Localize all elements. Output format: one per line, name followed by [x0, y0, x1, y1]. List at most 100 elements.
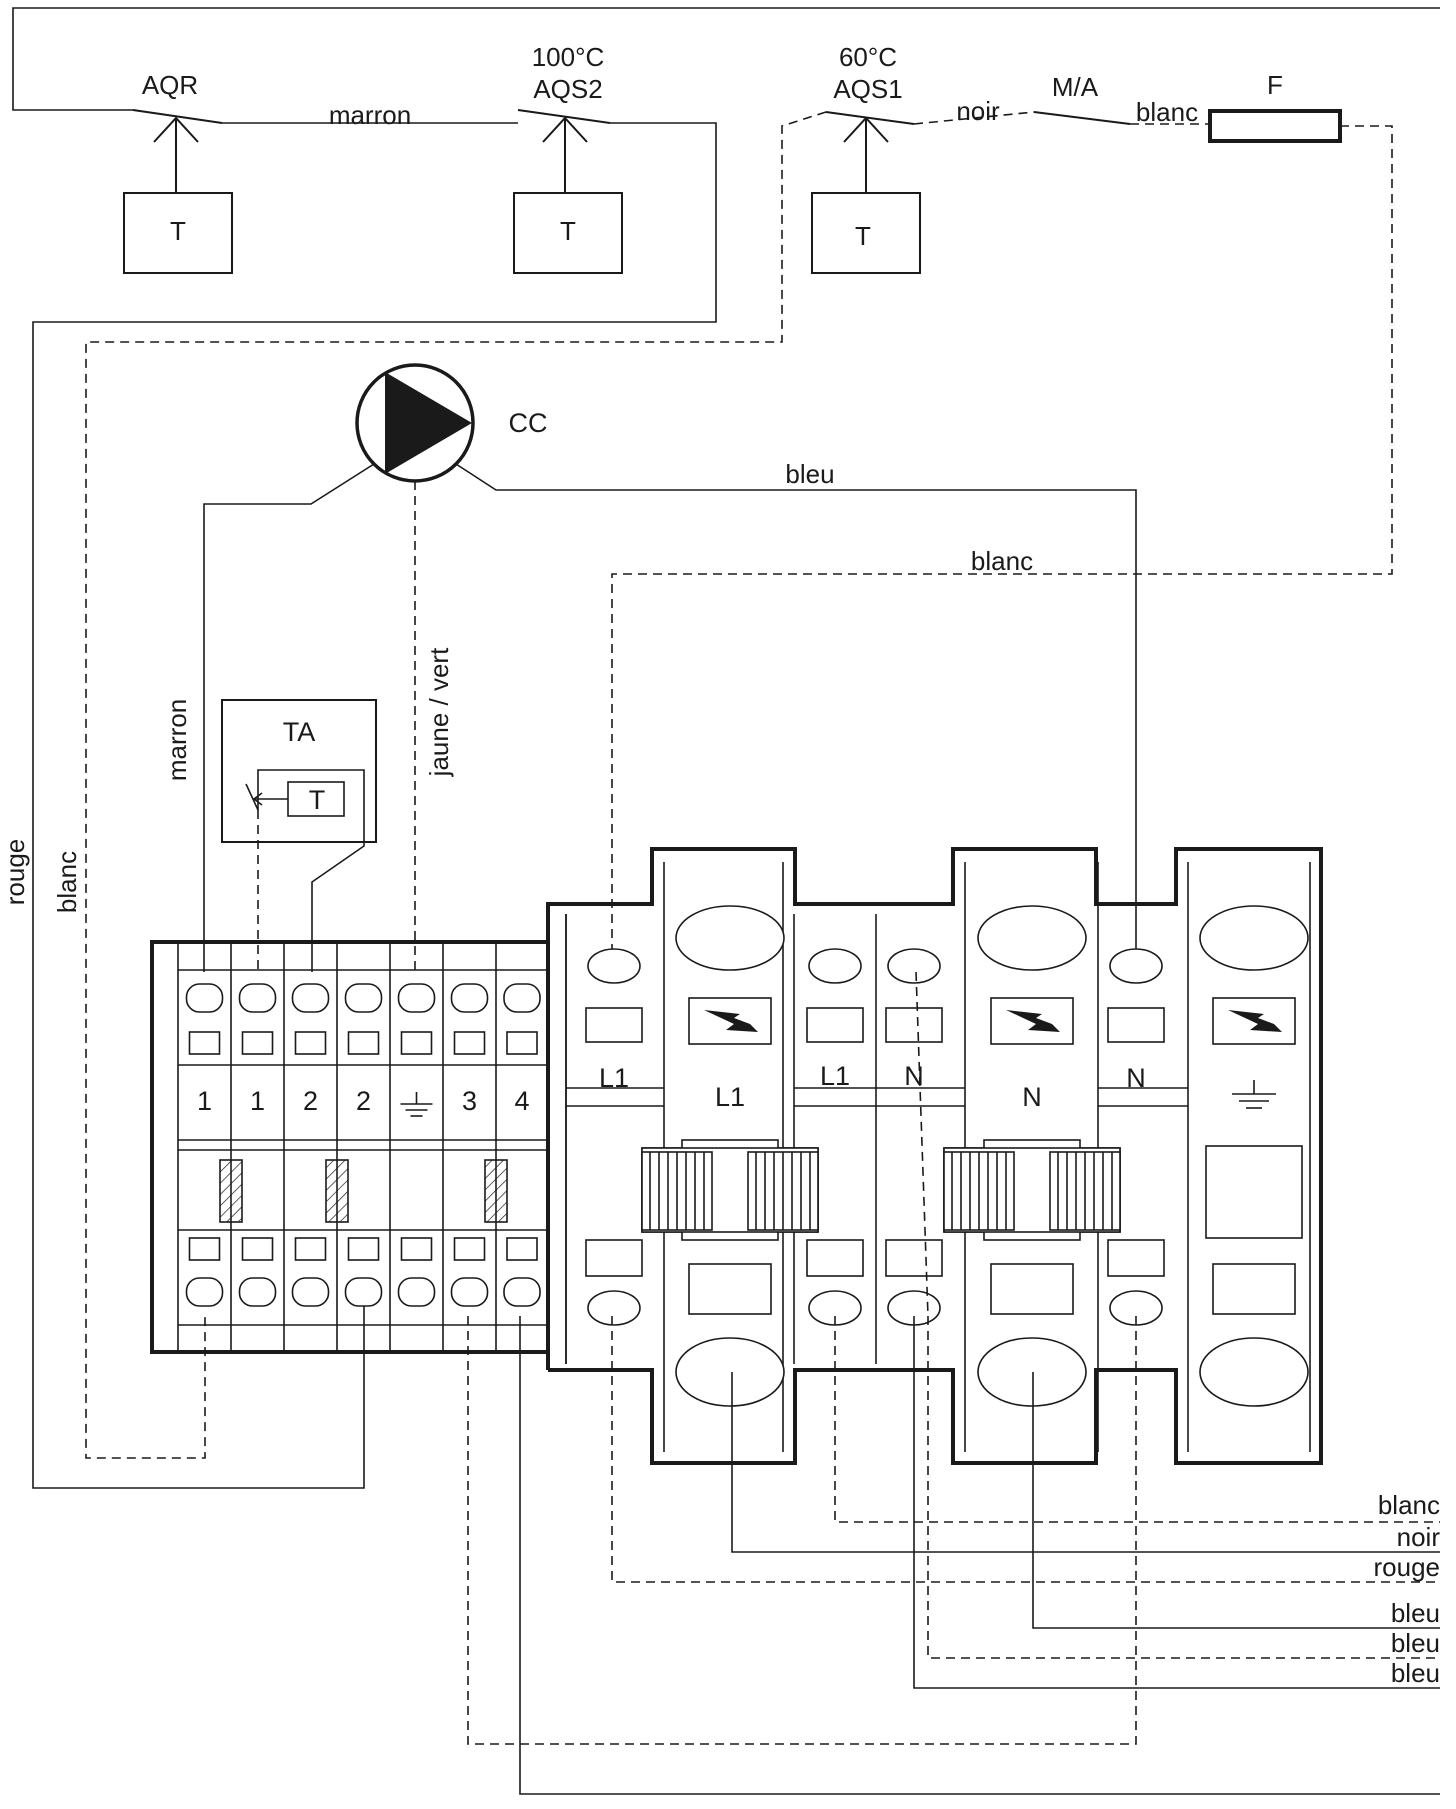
- aqr-sensor-label: T: [170, 216, 186, 246]
- bleu-pump-label: bleu: [785, 459, 834, 489]
- aqs2-temp-label: 100°C: [532, 42, 605, 72]
- terminal-number: 1: [250, 1086, 265, 1116]
- fuse: F: [1208, 70, 1342, 143]
- terminal-slot-bottom: [347, 1237, 380, 1261]
- module-label: N: [1022, 1082, 1042, 1112]
- terminal-slot-top: [453, 1031, 486, 1055]
- terminal-number: 2: [356, 1086, 371, 1116]
- module-window: [1205, 1145, 1303, 1239]
- terminal-screw-top: [887, 948, 941, 984]
- terminal-number: 4: [514, 1086, 529, 1116]
- blanc-top-label: blanc: [1136, 97, 1198, 127]
- terminal-slot-top: [347, 1031, 380, 1055]
- terminal-label: L1: [820, 1061, 850, 1091]
- ta-label: TA: [283, 717, 316, 747]
- jumper-link: [484, 1159, 508, 1223]
- terminal-slot-bottom: [885, 1239, 943, 1277]
- terminal-slot-bottom: [188, 1237, 221, 1261]
- aqs2-label: AQS2: [533, 74, 602, 104]
- circulation-pump: CC: [355, 363, 548, 483]
- terminal-slot-top: [241, 1031, 274, 1055]
- terminal-screw-top: [397, 983, 436, 1013]
- module-screw-top: [1199, 905, 1309, 971]
- terminal-number: 1: [197, 1086, 212, 1116]
- supply-legend-label: bleu: [1391, 1658, 1440, 1688]
- terminal-label: L1: [599, 1063, 629, 1093]
- supply-legend-label: rouge: [1374, 1552, 1441, 1582]
- terminal-label: N: [1126, 1063, 1146, 1093]
- terminal-slot-bottom: [1107, 1239, 1165, 1277]
- supply-legend-label: blanc: [1378, 1490, 1440, 1520]
- module-screw-top: [977, 905, 1087, 971]
- lightning-warning-icon: [990, 997, 1074, 1045]
- terminal-slot-bottom: [400, 1237, 433, 1261]
- aqs1-loop-wire: noir blanc blanc: [85, 96, 1393, 1459]
- supply-wires: [467, 971, 1440, 1795]
- aqs1-temp-label: 60°C: [839, 42, 897, 72]
- aqr-label: AQR: [142, 70, 198, 100]
- blanc-left-label: blanc: [52, 851, 82, 913]
- terminal-screw-bottom: [450, 1277, 489, 1307]
- aqs1-thermostat: 60°C AQS1 T: [811, 42, 921, 274]
- terminal-screw-top: [185, 983, 224, 1013]
- terminal-label: N: [904, 1061, 924, 1091]
- terminal-screw-bottom: [503, 1277, 541, 1307]
- marron-top-label: marron: [329, 100, 411, 130]
- module-slot: [990, 1263, 1074, 1315]
- fuse-label: F: [1267, 70, 1283, 100]
- aqs2-sensor-label: T: [560, 216, 576, 246]
- blanc-mid-label: blanc: [971, 546, 1033, 576]
- terminal-slot-bottom: [453, 1237, 486, 1261]
- pump-label: CC: [509, 408, 548, 438]
- marron-vertical-label: marron: [162, 699, 192, 781]
- module-screw-bottom: [1199, 1337, 1309, 1407]
- module-slot: [1212, 1263, 1296, 1315]
- lightning-warning-icon: [1212, 997, 1296, 1045]
- terminal-slot-bottom: [585, 1239, 643, 1277]
- pump-wires: bleu marron jaune / vert rouge blanc: [0, 459, 1137, 972]
- terminal-screw-top: [503, 983, 541, 1013]
- terminal-number: 3: [462, 1086, 477, 1116]
- terminal-screw-top: [344, 983, 383, 1013]
- busbar-clamp: [641, 1139, 819, 1241]
- earth-icon: [1232, 1080, 1276, 1109]
- terminal-screw-top: [450, 983, 489, 1013]
- supply-legend-label: bleu: [1391, 1598, 1440, 1628]
- terminal-screw-bottom: [397, 1277, 436, 1307]
- terminal-slot-top: [1107, 1007, 1165, 1043]
- terminal-slot-bottom: [806, 1239, 864, 1277]
- earth-icon: [400, 1092, 433, 1117]
- terminal-screw-bottom: [291, 1277, 330, 1307]
- aqs1-label: AQS1: [833, 74, 902, 104]
- lightning-warning-icon: [688, 997, 772, 1045]
- module-screw-bottom: [675, 1337, 785, 1407]
- supply-legend-label: bleu: [1391, 1628, 1440, 1658]
- terminal-slot-bottom: [294, 1237, 327, 1261]
- terminal-screw-bottom: [344, 1277, 383, 1307]
- terminal-slot-top: [585, 1007, 643, 1043]
- ma-label: M/A: [1052, 72, 1099, 102]
- terminal-slot-bottom: [241, 1237, 274, 1261]
- terminal-slot-top: [400, 1031, 433, 1055]
- terminal-screw-top: [291, 983, 330, 1013]
- terminal-slot-top: [294, 1031, 327, 1055]
- noir-top-label: noir: [956, 96, 1000, 126]
- module-slot: [688, 1263, 772, 1315]
- aqs1-sensor-label: T: [855, 221, 871, 251]
- supply-legend-label: noir: [1397, 1522, 1441, 1552]
- terminal-screw-top: [808, 948, 862, 984]
- terminal-screw-top: [587, 948, 641, 984]
- jumper-link: [325, 1159, 349, 1223]
- busbar-clamp: [943, 1139, 1121, 1241]
- aqs2-thermostat: 100°C AQS2 T: [513, 42, 623, 274]
- terminal-slot-top: [885, 1007, 943, 1043]
- rouge-left-label: rouge: [0, 839, 30, 906]
- ma-switch: M/A: [1033, 72, 1131, 125]
- distribution-outline: [546, 847, 1323, 1465]
- terminal-screw-top: [238, 983, 277, 1013]
- ta-sensor-label: T: [309, 785, 326, 815]
- terminal-slot-bottom: [506, 1237, 538, 1261]
